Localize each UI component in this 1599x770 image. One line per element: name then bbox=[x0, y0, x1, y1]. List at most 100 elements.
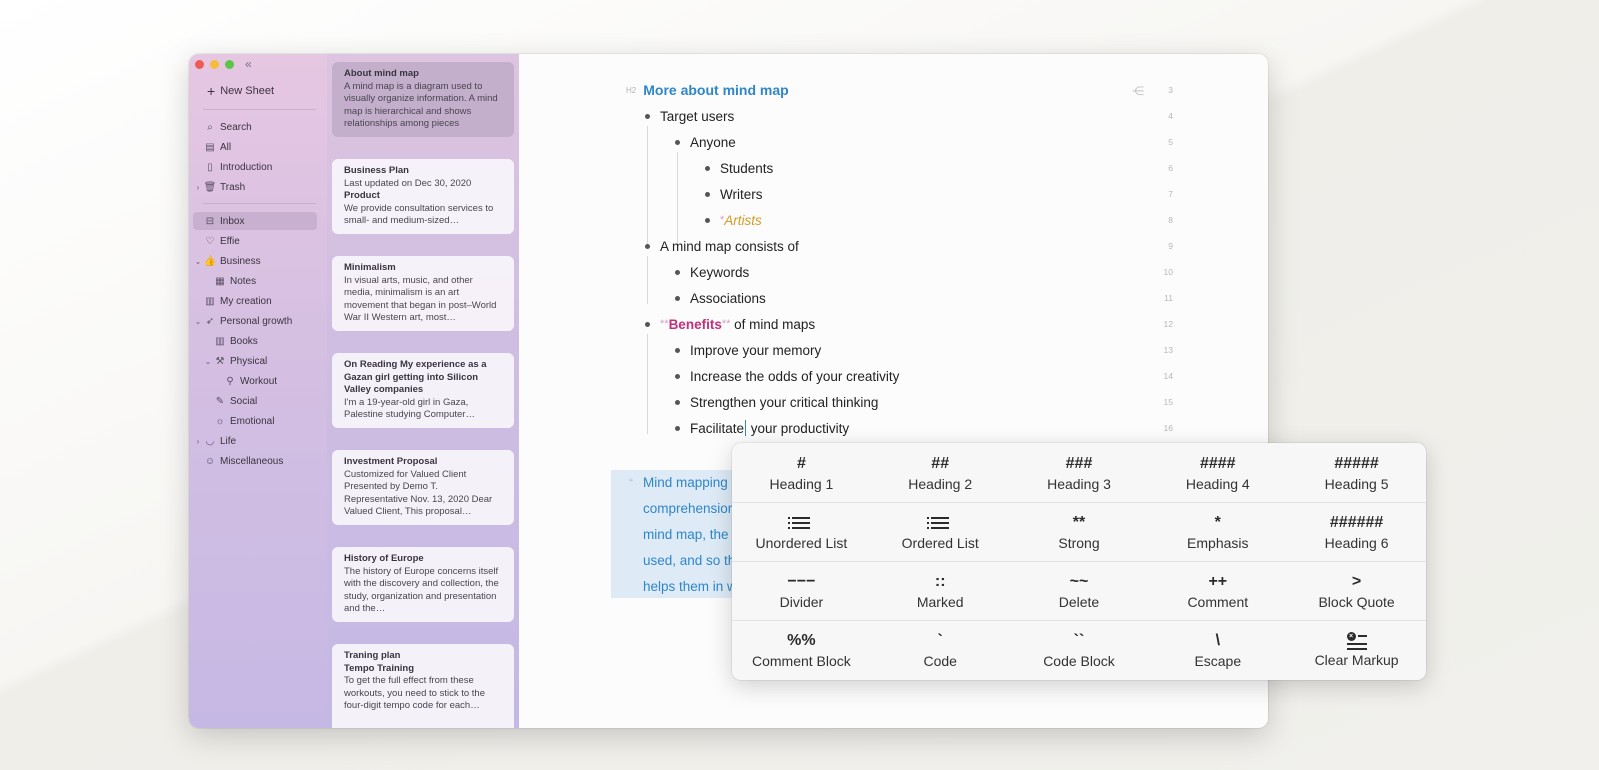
unordered-list-option[interactable]: Unordered List bbox=[732, 503, 871, 561]
block-quote: “ Mind mapping comprehension mind map, t… bbox=[611, 470, 751, 598]
sidebar-item-emotional[interactable]: ☼ Emotional bbox=[193, 412, 317, 430]
sidebar-item-notes[interactable]: ▦ Notes bbox=[193, 272, 317, 290]
quote-icon: “ bbox=[629, 476, 633, 490]
bicycle-icon: ⚲ bbox=[226, 375, 234, 387]
outline-icon[interactable]: ⋲ bbox=[1132, 84, 1144, 98]
note-title: About mind map bbox=[344, 68, 419, 79]
line-number: 13 bbox=[1163, 345, 1173, 355]
option-label: Heading 4 bbox=[1185, 475, 1250, 492]
note-card[interactable]: Business Plan Last updated on Dec 30, 20… bbox=[332, 159, 514, 234]
heading-5-option[interactable]: #####Heading 5 bbox=[1287, 443, 1426, 502]
list-item: *Artists bbox=[705, 210, 762, 230]
sidebar-item-trash[interactable]: ›🗑 Trash bbox=[193, 178, 317, 196]
clear-markup-option[interactable]: × Clear Markup bbox=[1287, 621, 1426, 679]
list-item-text: your productivity bbox=[747, 420, 850, 436]
chevron-down-icon[interactable]: ⌄ bbox=[194, 256, 202, 266]
note-subtitle: Product bbox=[344, 190, 380, 201]
list-item-text: Benefits bbox=[668, 316, 722, 332]
list-item: Strengthen your critical thinking bbox=[675, 392, 878, 412]
sidebar-item-my-creation[interactable]: ▥ My creation bbox=[193, 292, 317, 310]
list-item-text: A mind map consists of bbox=[660, 238, 799, 254]
list-item: Facilitate your productivity bbox=[675, 418, 849, 438]
divider bbox=[203, 109, 316, 110]
note-card[interactable]: History of Europe The history of Europe … bbox=[332, 547, 514, 622]
sidebar-item-inbox[interactable]: ⊟ Inbox bbox=[193, 212, 317, 230]
chevron-right-icon[interactable]: › bbox=[196, 436, 200, 446]
line-number: 16 bbox=[1163, 423, 1173, 433]
option-label: Unordered List bbox=[755, 535, 848, 551]
chevron-right-icon[interactable]: › bbox=[196, 182, 200, 192]
escape-option[interactable]: \Escape bbox=[1148, 621, 1287, 679]
line-number: 14 bbox=[1163, 371, 1173, 381]
heading-4-option[interactable]: ####Heading 4 bbox=[1148, 443, 1287, 502]
option-label: Heading 2 bbox=[908, 475, 973, 492]
list-item-text: Keywords bbox=[690, 264, 750, 280]
chevron-down-icon[interactable]: ⌄ bbox=[194, 316, 202, 326]
heading-line: H2 More about mind map bbox=[626, 80, 789, 100]
sidebar-item-miscellaneous[interactable]: ☺ Miscellaneous bbox=[193, 452, 317, 470]
zoom-window-button[interactable] bbox=[225, 60, 234, 69]
chevron-down-icon[interactable]: ⌄ bbox=[204, 356, 212, 366]
emphasis-option[interactable]: *Emphasis bbox=[1148, 503, 1287, 561]
note-card[interactable]: Minimalism In visual arts, music, and ot… bbox=[332, 256, 514, 331]
close-window-button[interactable] bbox=[195, 60, 204, 69]
block-quote-option[interactable]: >Block Quote bbox=[1287, 562, 1426, 620]
sidebar-item-all[interactable]: ▤ All bbox=[193, 138, 317, 156]
divider-option[interactable]: −−−Divider bbox=[732, 562, 871, 620]
markup-symbol: ~~ bbox=[1069, 573, 1089, 590]
option-label: Strong bbox=[1058, 535, 1100, 551]
heading-1-option[interactable]: #Heading 1 bbox=[732, 443, 871, 502]
rocket-icon: ➶ bbox=[205, 315, 215, 327]
code-option[interactable]: `Code bbox=[871, 621, 1010, 679]
comment-block-option[interactable]: %%Comment Block bbox=[732, 621, 871, 679]
sidebar-item-personal-growth[interactable]: ⌄➶ Personal growth bbox=[193, 312, 317, 330]
minimize-window-button[interactable] bbox=[210, 60, 219, 69]
markup-symbol: ## bbox=[931, 454, 950, 472]
note-card[interactable]: Traning plan Tempo Training To get the f… bbox=[332, 644, 514, 728]
sidebar-item-life[interactable]: ›◡ Life bbox=[193, 432, 317, 450]
sidebar-item-label: Workout bbox=[240, 375, 278, 387]
sidebar-item-search[interactable]: ⌕ Search bbox=[193, 118, 317, 136]
heading-6-option[interactable]: ######Heading 6 bbox=[1287, 503, 1426, 561]
comment-option[interactable]: ++Comment bbox=[1148, 562, 1287, 620]
books-icon: ▥ bbox=[215, 335, 225, 347]
line-number: 8 bbox=[1168, 215, 1173, 225]
collapse-sidebar-icon[interactable]: « bbox=[245, 57, 252, 71]
option-label: Heading 6 bbox=[1324, 535, 1389, 551]
note-card[interactable]: On Reading My experience as a Gazan girl… bbox=[332, 353, 514, 428]
sidebar-item-social[interactable]: ✎ Social bbox=[193, 392, 317, 410]
list-item-text: Associations bbox=[690, 290, 766, 306]
option-label: Block Quote bbox=[1318, 594, 1395, 610]
line-number: 4 bbox=[1168, 111, 1173, 121]
ordered-list-option[interactable]: Ordered List bbox=[871, 503, 1010, 561]
sidebar-item-business[interactable]: ⌄👍 Business bbox=[193, 252, 317, 270]
unordered-list-icon bbox=[788, 513, 811, 533]
new-sheet-button[interactable]: + New Sheet bbox=[207, 84, 274, 98]
sidebar-item-physical[interactable]: ⌄⚒ Physical bbox=[193, 352, 317, 370]
list-item: Writers bbox=[705, 184, 763, 204]
heading-2-option[interactable]: ## Heading 2 bbox=[871, 443, 1010, 502]
list-item-text: Target users bbox=[660, 108, 735, 124]
heart-icon: ♡ bbox=[205, 235, 215, 247]
marked-option[interactable]: ::Marked bbox=[871, 562, 1010, 620]
ordered-list-icon bbox=[927, 513, 950, 533]
new-sheet-label: New Sheet bbox=[220, 85, 274, 97]
list-item-text: Increase the odds of your creativity bbox=[690, 368, 900, 384]
note-card[interactable]: Investment Proposal Customized for Value… bbox=[332, 450, 514, 525]
heading-3-option[interactable]: ###Heading 3 bbox=[1010, 443, 1149, 502]
code-block-option[interactable]: ``Code Block bbox=[1010, 621, 1149, 679]
strong-option[interactable]: **Strong bbox=[1010, 503, 1149, 561]
note-title: Investment Proposal bbox=[344, 456, 438, 467]
sidebar-item-workout[interactable]: ⚲ Workout bbox=[193, 372, 317, 390]
sidebar-item-introduction[interactable]: ▯ Introduction bbox=[193, 158, 317, 176]
list-item-text: of mind maps bbox=[730, 316, 816, 332]
note-excerpt: We provide consultation services to smal… bbox=[344, 202, 494, 227]
note-card[interactable]: About mind map A mind map is a diagram u… bbox=[332, 62, 514, 137]
list-item: Keywords bbox=[675, 262, 749, 282]
sidebar-item-effie[interactable]: ♡ Effie bbox=[193, 232, 317, 250]
sidebar-item-label: Physical bbox=[230, 355, 268, 367]
delete-option[interactable]: ~~Delete bbox=[1010, 562, 1149, 620]
line-number: 6 bbox=[1168, 163, 1173, 173]
indent-guide bbox=[647, 256, 648, 304]
sidebar-item-books[interactable]: ▥ Books bbox=[193, 332, 317, 350]
